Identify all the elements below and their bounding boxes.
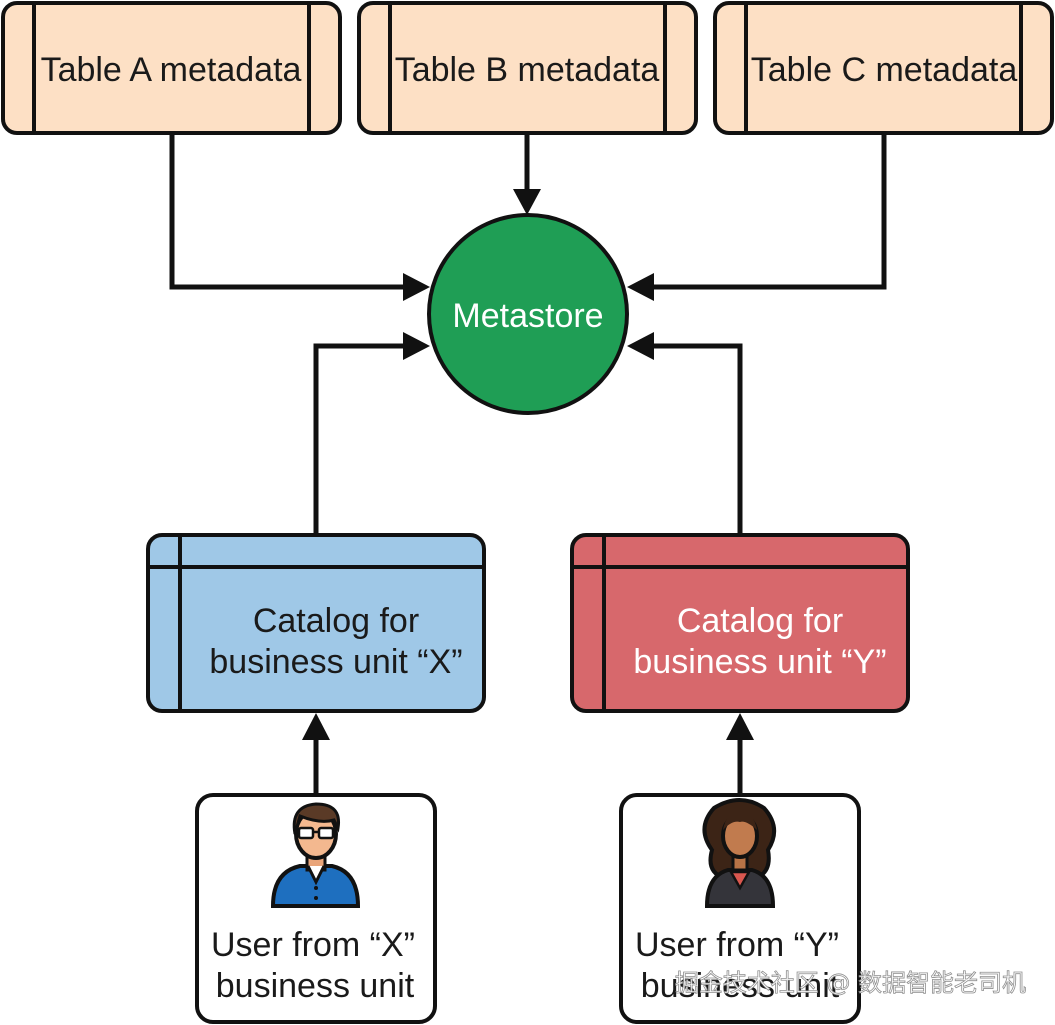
arrowhead-table-c bbox=[627, 273, 654, 301]
metastore-label: Metastore bbox=[452, 297, 603, 335]
catalog-y-label-line1: Catalog for bbox=[677, 602, 843, 640]
table-b-box: Table B metadata bbox=[357, 1, 698, 135]
table-c-label: Table C metadata bbox=[751, 51, 1018, 89]
table-b-label: Table B metadata bbox=[395, 51, 660, 89]
arrowhead-catalog-x bbox=[403, 332, 430, 360]
catalog-y-box: Catalog for business unit “Y” bbox=[570, 533, 910, 713]
table-c-box: Table C metadata bbox=[713, 1, 1054, 135]
arrowhead-catalog-y bbox=[627, 332, 654, 360]
arrowhead-user-x bbox=[302, 713, 330, 740]
user-x-label-line1: User from “X” bbox=[211, 926, 415, 964]
arrowhead-table-b bbox=[513, 189, 541, 215]
arrow-catalog-x-to-metastore bbox=[313, 343, 405, 535]
woman-with-curly-hair-avatar-icon bbox=[702, 798, 776, 908]
catalog-x-label-line2: business unit “X” bbox=[209, 643, 462, 681]
arrow-table-a-to-metastore bbox=[169, 134, 405, 290]
user-x-label-line2: business unit bbox=[216, 967, 415, 1005]
user-y-label-line2: business unit bbox=[641, 967, 840, 1005]
arrowhead-user-y bbox=[726, 713, 754, 740]
table-a-box: Table A metadata bbox=[1, 1, 342, 135]
watermark-text: 掘金技术社区 @ 数据智能老司机 bbox=[675, 969, 1026, 997]
arrowhead-table-a bbox=[403, 273, 430, 301]
man-with-glasses-avatar-icon bbox=[270, 802, 361, 908]
metastore-node: Metastore bbox=[427, 213, 629, 415]
user-y-box: User from “Y” business unit bbox=[619, 793, 861, 1024]
user-x-box: User from “X” business unit bbox=[195, 793, 437, 1024]
catalog-x-label-line1: Catalog for bbox=[253, 602, 419, 640]
arrow-table-c-to-metastore bbox=[652, 134, 887, 290]
table-a-label: Table A metadata bbox=[41, 51, 302, 89]
catalog-y-label-line2: business unit “Y” bbox=[633, 643, 886, 681]
connectors bbox=[169, 134, 887, 795]
user-y-label-line1: User from “Y” bbox=[635, 926, 839, 964]
catalog-x-box: Catalog for business unit “X” bbox=[146, 533, 486, 713]
arrow-catalog-y-to-metastore bbox=[652, 343, 743, 535]
